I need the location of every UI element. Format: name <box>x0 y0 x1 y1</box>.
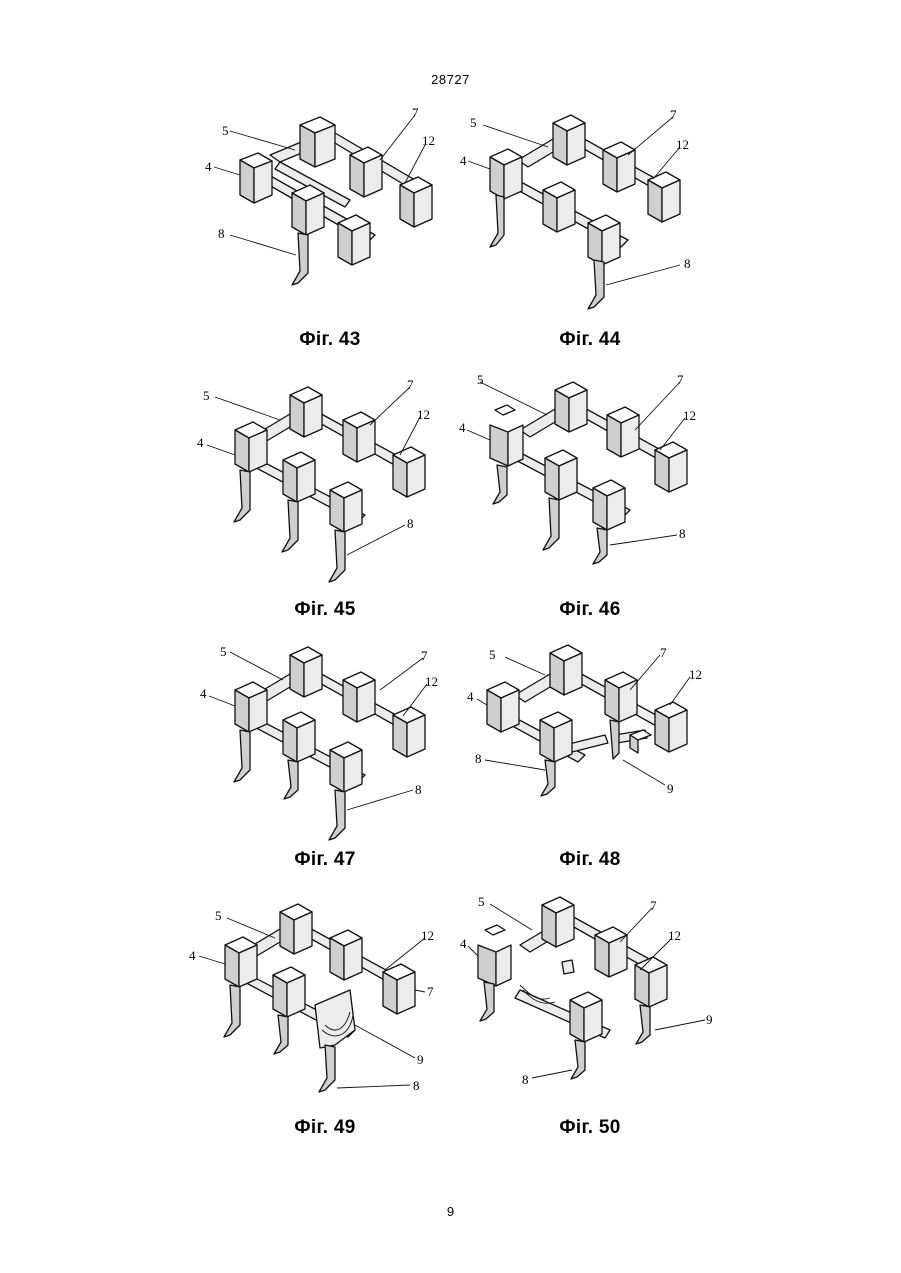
figure-50-drawing: 5 4 7 12 8 9 <box>460 890 720 1105</box>
figure-46: 5 4 7 12 8 Фіг. 46 <box>455 370 715 590</box>
figure-50: 5 4 7 12 8 9 Фіг. 50 <box>460 890 720 1105</box>
figure-44: 5 4 7 12 8 Фіг. 44 <box>458 105 708 315</box>
fig48-label-f: 9 <box>667 781 674 796</box>
fig44-label-b: 4 <box>460 153 467 168</box>
figure-49-caption: Фіг. 49 <box>245 1117 405 1139</box>
fig46-label-c: 7 <box>677 372 684 387</box>
figure-48-drawing: 5 4 7 12 8 9 <box>465 635 715 850</box>
fig46-label-b: 4 <box>459 420 466 435</box>
figure-46-caption: Фіг. 46 <box>510 599 670 621</box>
figure-45-caption: Фіг. 45 <box>245 599 405 621</box>
fig46-label-d: 12 <box>683 408 696 423</box>
fig45-label-b: 4 <box>197 435 204 450</box>
figure-45: 5 4 7 12 8 Фіг. 45 <box>195 375 455 590</box>
figure-47-drawing: 5 4 7 12 8 <box>195 640 455 850</box>
figure-48-caption: Фіг. 48 <box>510 849 670 871</box>
figure-46-drawing: 5 4 7 12 8 <box>455 370 715 590</box>
figure-43: 5 4 7 12 8 Фіг. 43 <box>200 105 450 315</box>
figure-44-drawing: 5 4 7 12 8 <box>458 105 708 315</box>
fig47-label-d: 12 <box>425 674 438 689</box>
fig50-label-a: 5 <box>478 894 485 909</box>
figure-49: 5 4 12 7 9 8 Фіг. 49 <box>185 900 445 1105</box>
fig43-label-c: 7 <box>412 105 419 120</box>
fig47-label-e: 8 <box>415 782 422 797</box>
fig50-label-b: 4 <box>460 936 467 951</box>
figure-47-caption: Фіг. 47 <box>245 849 405 871</box>
fig44-label-d: 12 <box>676 137 689 152</box>
figure-43-caption: Фіг. 43 <box>250 329 410 351</box>
figure-43-drawing: 5 4 7 12 8 <box>200 105 450 315</box>
fig50-label-c: 7 <box>650 898 657 913</box>
fig45-label-a: 5 <box>203 388 210 403</box>
figure-50-caption: Фіг. 50 <box>510 1117 670 1139</box>
fig48-label-e: 8 <box>475 751 482 766</box>
figure-49-drawing: 5 4 12 7 9 8 <box>185 900 445 1105</box>
figure-44-caption: Фіг. 44 <box>510 329 670 351</box>
fig44-label-e: 8 <box>684 256 691 271</box>
fig45-label-d: 12 <box>417 407 430 422</box>
fig49-label-d: 7 <box>427 984 434 999</box>
figure-45-drawing: 5 4 7 12 8 <box>195 375 455 590</box>
fig43-label-a: 5 <box>222 123 229 138</box>
fig49-label-f: 9 <box>417 1052 424 1067</box>
fig47-label-a: 5 <box>220 644 227 659</box>
fig43-label-e: 8 <box>218 226 225 241</box>
fig49-label-b: 4 <box>189 948 196 963</box>
figure-47: 5 4 7 12 8 Фіг. 47 <box>195 640 455 850</box>
fig43-label-d: 12 <box>422 133 435 148</box>
fig45-label-c: 7 <box>407 377 414 392</box>
fig46-label-e: 8 <box>679 526 686 541</box>
page-number: 9 <box>0 1204 901 1219</box>
figure-48: 5 4 7 12 8 9 Фіг. 48 <box>465 635 715 850</box>
fig44-label-a: 5 <box>470 115 477 130</box>
fig47-label-b: 4 <box>200 686 207 701</box>
fig48-label-d: 12 <box>689 667 702 682</box>
fig45-label-e: 8 <box>407 516 414 531</box>
fig44-label-c: 7 <box>670 107 677 122</box>
fig47-label-c: 7 <box>421 648 428 663</box>
fig49-label-a: 5 <box>215 908 222 923</box>
fig46-label-a: 5 <box>477 372 484 387</box>
document-number: 28727 <box>0 72 901 87</box>
fig43-label-b: 4 <box>205 159 212 174</box>
fig48-label-a: 5 <box>489 647 496 662</box>
fig48-label-c: 7 <box>660 645 667 660</box>
fig50-label-f: 9 <box>706 1012 713 1027</box>
fig49-label-e: 8 <box>413 1078 420 1093</box>
fig48-label-b: 4 <box>467 689 474 704</box>
fig50-label-e: 8 <box>522 1072 529 1087</box>
fig50-label-d: 12 <box>668 928 681 943</box>
fig49-label-c: 12 <box>421 928 434 943</box>
